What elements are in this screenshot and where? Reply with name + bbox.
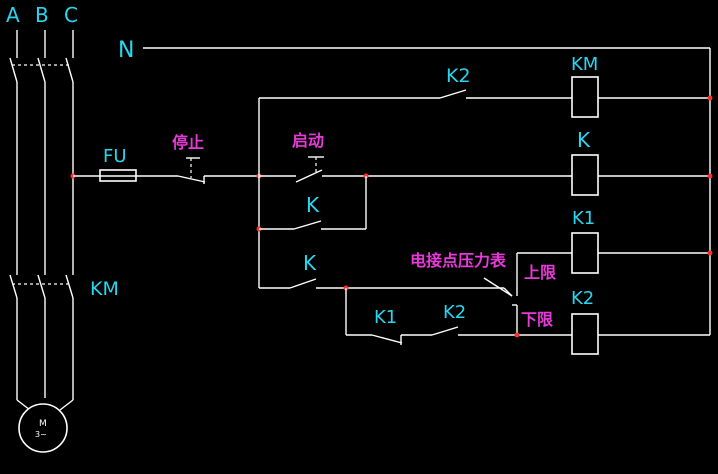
coil-k-label: K <box>577 128 591 152</box>
motor-phase: 3~ <box>35 430 47 439</box>
k2-top-contact-label: K2 <box>446 65 471 87</box>
stop-button-label: 停止 <box>172 133 204 152</box>
fuse-label: FU <box>103 146 127 167</box>
pressure-gauge-label: 电接点压力表 <box>410 251 507 270</box>
coil-k2 <box>571 313 599 355</box>
coil-k2-label: K2 <box>571 288 594 309</box>
start-button <box>295 156 324 183</box>
coil-km-label: KM <box>571 54 598 75</box>
coil-km <box>571 76 599 118</box>
neutral-label: N <box>118 38 134 63</box>
k1-series-contact-label: K1 <box>374 307 397 328</box>
coil-k1 <box>571 232 599 274</box>
start-button-label: 启动 <box>292 131 324 150</box>
lower-limit-label: 下限 <box>521 310 554 329</box>
phase-label-b: B <box>35 3 49 27</box>
k-lower-contact-label: K <box>303 251 317 275</box>
motor-symbol: M <box>39 419 47 429</box>
motor: M 3~ <box>18 403 68 453</box>
coil-k1-label: K1 <box>572 208 595 229</box>
k2-series-contact-label: K2 <box>443 302 466 323</box>
k-hold-contact-label: K <box>306 193 320 217</box>
phase-label-a: A <box>6 3 20 27</box>
phase-label-c: C <box>64 3 78 27</box>
coil-k <box>571 154 599 196</box>
phase-lines: A B C KM <box>6 3 119 411</box>
km-main-contact-label: KM <box>90 278 119 300</box>
upper-limit-label: 上限 <box>524 263 557 282</box>
stop-button <box>177 157 206 184</box>
